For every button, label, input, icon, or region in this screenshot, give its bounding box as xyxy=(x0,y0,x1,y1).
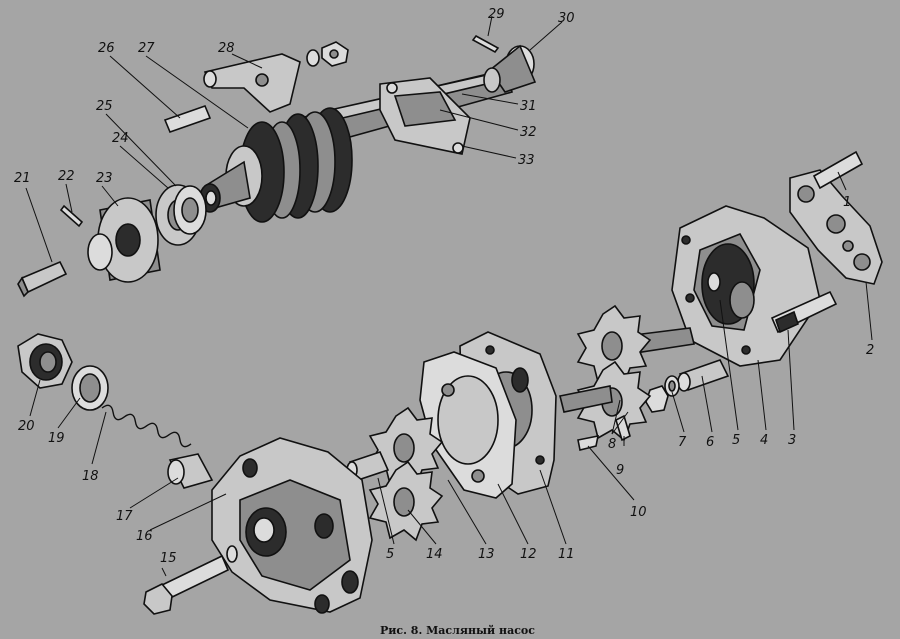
callout-13: 13 xyxy=(478,547,495,562)
callout-11: 11 xyxy=(558,547,575,562)
callout-33: 33 xyxy=(518,153,535,168)
callout-3: 3 xyxy=(788,433,796,448)
callout-5-lower: 5 xyxy=(386,547,394,562)
callout-4: 4 xyxy=(760,433,768,448)
callout-18: 18 xyxy=(82,469,99,484)
callout-1: 1 xyxy=(843,195,851,210)
callout-6: 6 xyxy=(706,435,714,450)
callout-22: 22 xyxy=(58,169,75,184)
callout-16: 16 xyxy=(136,529,153,544)
callout-14: 14 xyxy=(426,547,443,562)
callout-27: 27 xyxy=(138,41,155,56)
callout-9: 9 xyxy=(616,463,624,478)
cover-assembly xyxy=(17,333,373,615)
callout-28: 28 xyxy=(218,41,235,56)
callout-7: 7 xyxy=(678,435,687,450)
callout-17: 17 xyxy=(116,509,133,524)
spring xyxy=(101,404,192,448)
callout-23: 23 xyxy=(96,171,113,186)
callout-31: 31 xyxy=(520,99,537,114)
callout-32: 32 xyxy=(520,125,537,140)
leader-lines xyxy=(25,15,873,577)
callout-8: 8 xyxy=(608,437,616,452)
callout-24: 24 xyxy=(112,131,129,146)
callout-2: 2 xyxy=(866,343,874,358)
callout-30: 30 xyxy=(558,11,575,26)
figure-caption: Рис. 8. Масляный насос xyxy=(380,624,535,637)
callout-26: 26 xyxy=(98,41,115,56)
callout-15: 15 xyxy=(160,551,177,566)
pump-body-assembly xyxy=(645,150,883,413)
callout-25: 25 xyxy=(96,99,113,114)
callout-19: 19 xyxy=(48,431,65,446)
callout-29: 29 xyxy=(488,7,505,22)
callout-labels: 1 2 3 4 5 6 7 8 9 10 11 12 13 14 15 16 1… xyxy=(14,7,874,566)
callout-12: 12 xyxy=(520,547,537,562)
drive-shaft-assembly xyxy=(17,34,537,298)
callout-21: 21 xyxy=(14,171,31,186)
callout-20: 20 xyxy=(18,419,35,434)
callout-5: 5 xyxy=(732,433,740,448)
callout-10: 10 xyxy=(630,505,647,520)
